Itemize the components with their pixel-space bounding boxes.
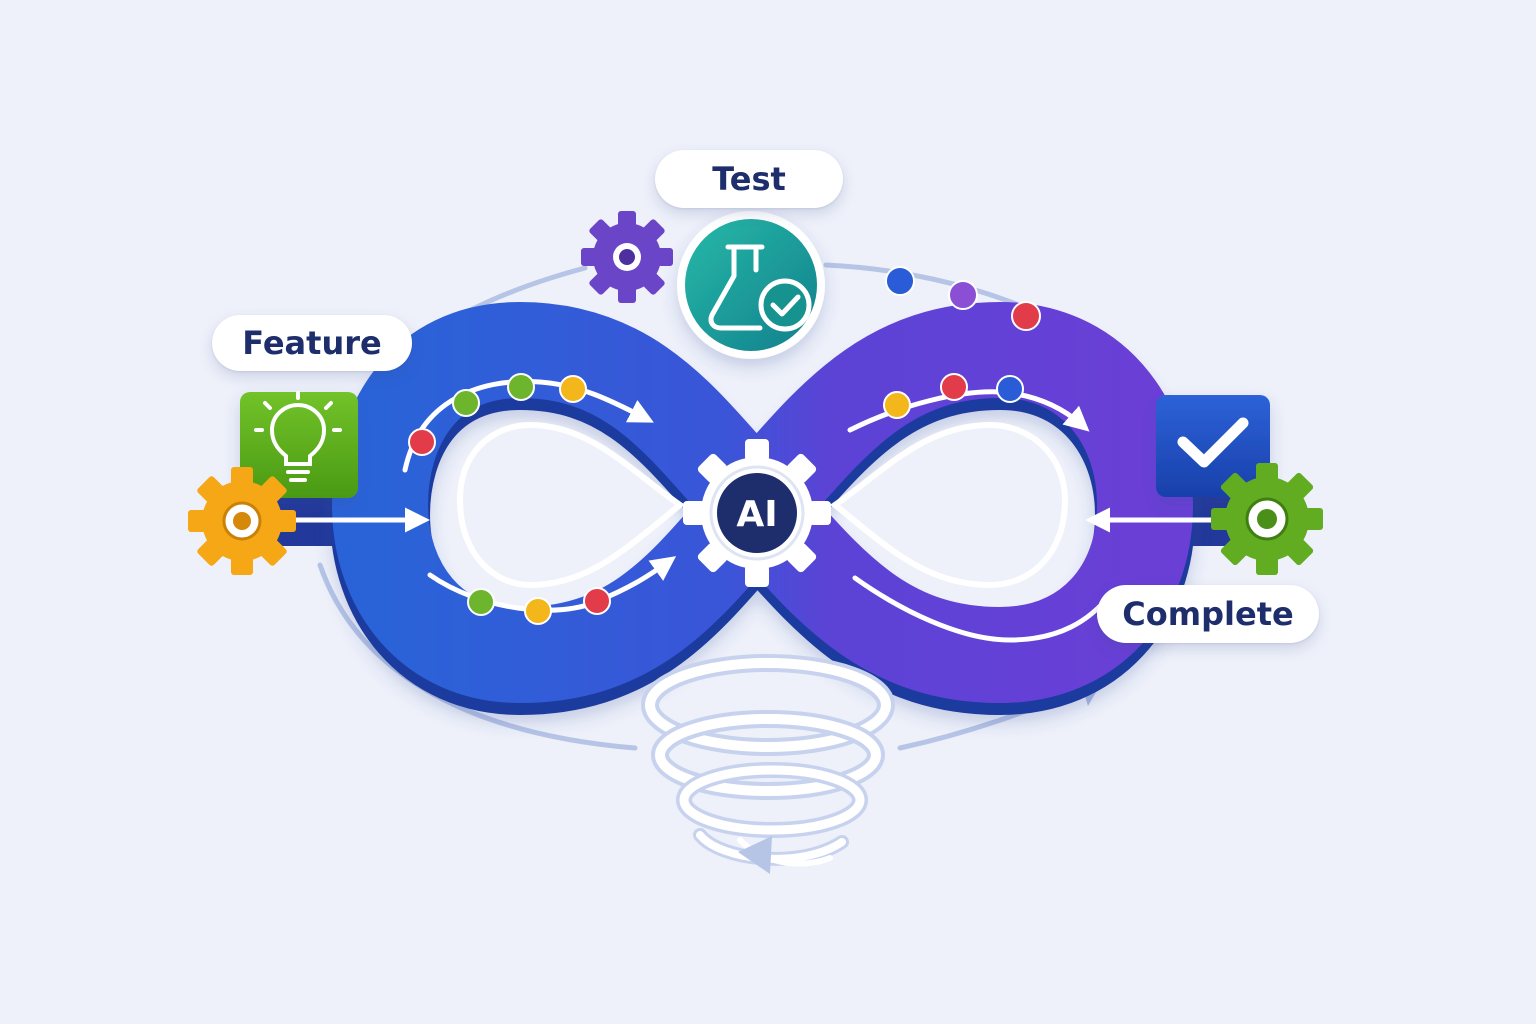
token-group-orbit <box>885 266 1041 331</box>
token-yellow <box>883 391 911 419</box>
token-group-top-right <box>883 373 1024 419</box>
checkmark-icon <box>1177 417 1249 468</box>
token-yellow <box>524 597 552 625</box>
spiral-loop-icon <box>641 654 895 867</box>
test-label-text: Test <box>712 160 786 198</box>
token-green <box>507 373 535 401</box>
token-green <box>452 389 480 417</box>
token-group-top-left <box>408 373 587 456</box>
test-circle <box>677 211 825 359</box>
feature-label-text: Feature <box>242 324 382 362</box>
orange-gear-icon <box>188 467 296 575</box>
test-label: Test <box>655 150 843 208</box>
green-gear-icon <box>1211 463 1323 575</box>
feature-box <box>240 392 358 498</box>
token-red <box>408 428 436 456</box>
loop-hole-left <box>456 421 686 589</box>
token-blue <box>885 266 915 296</box>
spiral-arrowhead <box>738 836 772 874</box>
purple-gear-icon <box>581 211 673 303</box>
token-red <box>1011 301 1041 331</box>
loop-hole-right <box>829 421 1069 589</box>
center-ai-label: AI <box>736 494 777 535</box>
flask-check-icon <box>708 244 812 332</box>
token-purple <box>948 280 978 310</box>
gear-teeth <box>683 439 831 587</box>
token-yellow <box>559 375 587 403</box>
complete-label-text: Complete <box>1122 595 1294 633</box>
token-red <box>583 587 611 615</box>
track-line-bottom-right <box>852 575 1113 643</box>
complete-label: Complete <box>1097 585 1319 643</box>
token-blue <box>996 375 1024 403</box>
center-gear-icon: AI <box>683 439 831 587</box>
lightbulb-icon <box>254 391 342 482</box>
token-green <box>467 588 495 616</box>
token-group-bottom-left <box>467 587 611 625</box>
token-red <box>940 373 968 401</box>
feature-label: Feature <box>212 315 412 371</box>
